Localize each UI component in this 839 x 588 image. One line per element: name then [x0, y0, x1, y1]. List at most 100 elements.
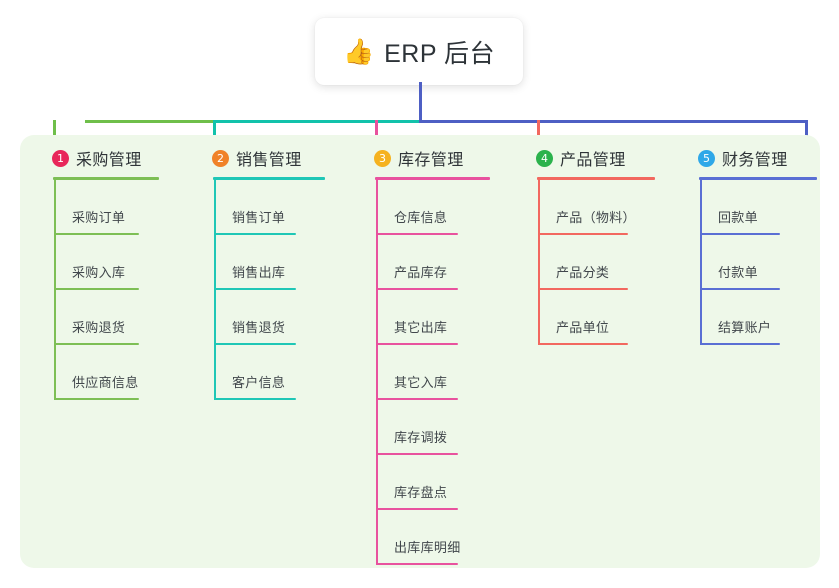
branch-item[interactable]: 付款单	[686, 235, 836, 290]
branch-header-4[interactable]: 4 产品管理	[524, 147, 674, 169]
branch-item[interactable]: 采购订单	[40, 180, 190, 235]
connector-trunk-segment-3	[419, 120, 808, 123]
branch-item-rule	[54, 288, 139, 290]
branch-header-rule	[537, 177, 655, 180]
branch-header-rule	[53, 177, 159, 180]
branch-item[interactable]: 销售退货	[200, 290, 350, 345]
branch-title: 财务管理	[722, 152, 788, 169]
branch-header-rule	[213, 177, 325, 180]
branch-item-rule	[54, 233, 139, 235]
branch-spine	[700, 180, 702, 345]
branch-item[interactable]: 产品（物料）	[524, 180, 674, 235]
branch-header-1[interactable]: 1 采购管理	[40, 147, 190, 169]
branch-column-5: 5 财务管理回款单付款单结算账户	[686, 147, 836, 345]
branch-item-rule	[376, 508, 458, 510]
branch-item[interactable]: 仓库信息	[362, 180, 512, 235]
branch-item[interactable]: 其它出库	[362, 290, 512, 345]
branch-item-label: 结算账户	[718, 320, 772, 335]
branch-item-label: 库存调拨	[394, 430, 448, 445]
branch-item[interactable]: 产品库存	[362, 235, 512, 290]
branch-item-label: 销售订单	[232, 210, 286, 225]
branch-item-rule	[214, 233, 296, 235]
branch-header-5[interactable]: 5 财务管理	[686, 147, 836, 169]
branch-item-label: 产品（物料）	[556, 210, 636, 225]
branch-column-1: 1 采购管理采购订单采购入库采购退货供应商信息	[40, 147, 190, 400]
connector-root-stem	[419, 82, 422, 123]
branch-item-label: 采购退货	[72, 320, 126, 335]
branch-spine	[54, 180, 56, 400]
branch-item-label: 产品分类	[556, 265, 610, 280]
branch-item-rule	[214, 398, 296, 400]
branch-item[interactable]: 销售出库	[200, 235, 350, 290]
branch-item[interactable]: 其它入库	[362, 345, 512, 400]
branch-item-label: 出库库明细	[394, 540, 461, 555]
thumbs-up-icon: 👍	[342, 37, 375, 66]
branch-item[interactable]: 库存盘点	[362, 455, 512, 510]
branch-item-label: 销售退货	[232, 320, 286, 335]
branch-item-rule	[538, 343, 628, 345]
root-node-card[interactable]: 👍 ERP 后台	[315, 18, 523, 85]
branch-item-label: 其它入库	[394, 375, 448, 390]
branch-item-rule	[54, 398, 139, 400]
branch-item-rule	[376, 398, 458, 400]
branch-spine	[538, 180, 540, 345]
branch-number-badge: 3	[374, 149, 391, 167]
branch-item-rule	[538, 233, 628, 235]
branch-item-rule	[700, 288, 780, 290]
branch-item[interactable]: 结算账户	[686, 290, 836, 345]
branch-item-rule	[54, 343, 139, 345]
branch-item-rule	[376, 343, 458, 345]
branch-column-4: 4 产品管理产品（物料） 产品分类产品单位	[524, 147, 674, 345]
branch-item-label: 回款单	[718, 210, 758, 225]
branch-number-badge: 1	[52, 149, 69, 167]
branch-number-badge: 5	[698, 149, 715, 167]
branch-item[interactable]: 出库库明细	[362, 510, 512, 565]
branches-panel	[20, 135, 820, 568]
branch-item-rule	[376, 288, 458, 290]
branch-item[interactable]: 采购入库	[40, 235, 190, 290]
branch-header-rule	[699, 177, 817, 180]
branch-spine	[214, 180, 216, 400]
branch-item[interactable]: 产品单位	[524, 290, 674, 345]
branch-item-list: 回款单付款单结算账户	[686, 180, 836, 345]
branch-item-label: 产品单位	[556, 320, 610, 335]
branch-item-list: 采购订单采购入库采购退货供应商信息	[40, 180, 190, 400]
branch-item-list: 仓库信息产品库存其它出库其它入库库存调拨库存盘点出库库明细	[362, 180, 512, 565]
branch-item-rule	[700, 233, 780, 235]
branch-item-label: 付款单	[718, 265, 758, 280]
branch-item-rule	[376, 453, 458, 455]
root-node-title: ERP 后台	[384, 39, 496, 68]
connector-trunk-segment-2	[213, 120, 419, 123]
branch-item-rule	[538, 288, 628, 290]
branch-item-list: 产品（物料） 产品分类产品单位	[524, 180, 674, 345]
branch-header-rule	[375, 177, 490, 180]
branch-item-rule	[376, 233, 458, 235]
branch-item-label: 仓库信息	[394, 210, 448, 225]
branch-item-label: 产品库存	[394, 265, 448, 280]
branch-item[interactable]: 销售订单	[200, 180, 350, 235]
branch-item[interactable]: 供应商信息	[40, 345, 190, 400]
branch-item-rule	[376, 563, 458, 565]
branch-item[interactable]: 库存调拨	[362, 400, 512, 455]
branch-item-label: 库存盘点	[394, 485, 448, 500]
branch-item-label: 销售出库	[232, 265, 286, 280]
branch-spine	[376, 180, 378, 565]
branch-item[interactable]: 客户信息	[200, 345, 350, 400]
connector-trunk-segment-1	[85, 120, 213, 123]
branch-item-rule	[214, 288, 296, 290]
branch-number-badge: 4	[536, 149, 553, 167]
branch-title: 产品管理	[560, 152, 626, 169]
branch-item[interactable]: 产品分类	[524, 235, 674, 290]
branch-item[interactable]: 采购退货	[40, 290, 190, 345]
branch-item-label: 客户信息	[232, 375, 286, 390]
branch-item-label: 供应商信息	[72, 375, 139, 390]
branch-item-rule	[700, 343, 780, 345]
branch-item[interactable]: 回款单	[686, 180, 836, 235]
branch-item-label: 其它出库	[394, 320, 448, 335]
branch-title: 采购管理	[76, 152, 142, 169]
